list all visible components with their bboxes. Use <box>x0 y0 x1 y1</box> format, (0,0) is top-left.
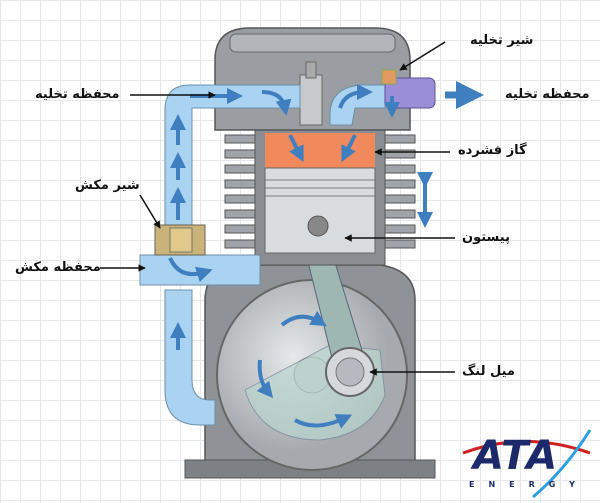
compressed-gas-chamber <box>265 133 375 168</box>
label-discharge-chamber-left: محفظه تخلیه <box>35 87 120 102</box>
logo-subtext: ENERGY <box>469 480 589 489</box>
ata-energy-logo: ATA ENERGY <box>455 425 595 500</box>
label-compressed-gas: گاز فشرده <box>458 143 527 158</box>
piston <box>264 167 376 254</box>
discharge-valve <box>381 69 397 85</box>
label-piston: پیستون <box>462 230 510 245</box>
label-suction-valve: شیر مکش <box>75 178 140 193</box>
label-discharge-chamber-right: محفظه تخلیه <box>505 87 590 102</box>
flow-arrows <box>168 84 400 429</box>
label-suction-chamber: محفظه مکش <box>15 260 101 275</box>
label-discharge-valve: شیر تخلیه <box>470 33 534 48</box>
discharge-chamber <box>384 77 436 109</box>
label-crankshaft: میل لنگ <box>462 364 515 379</box>
logo-text: ATA <box>473 433 559 479</box>
logo-swoosh-icon <box>462 429 592 499</box>
leader-lines <box>100 41 455 376</box>
